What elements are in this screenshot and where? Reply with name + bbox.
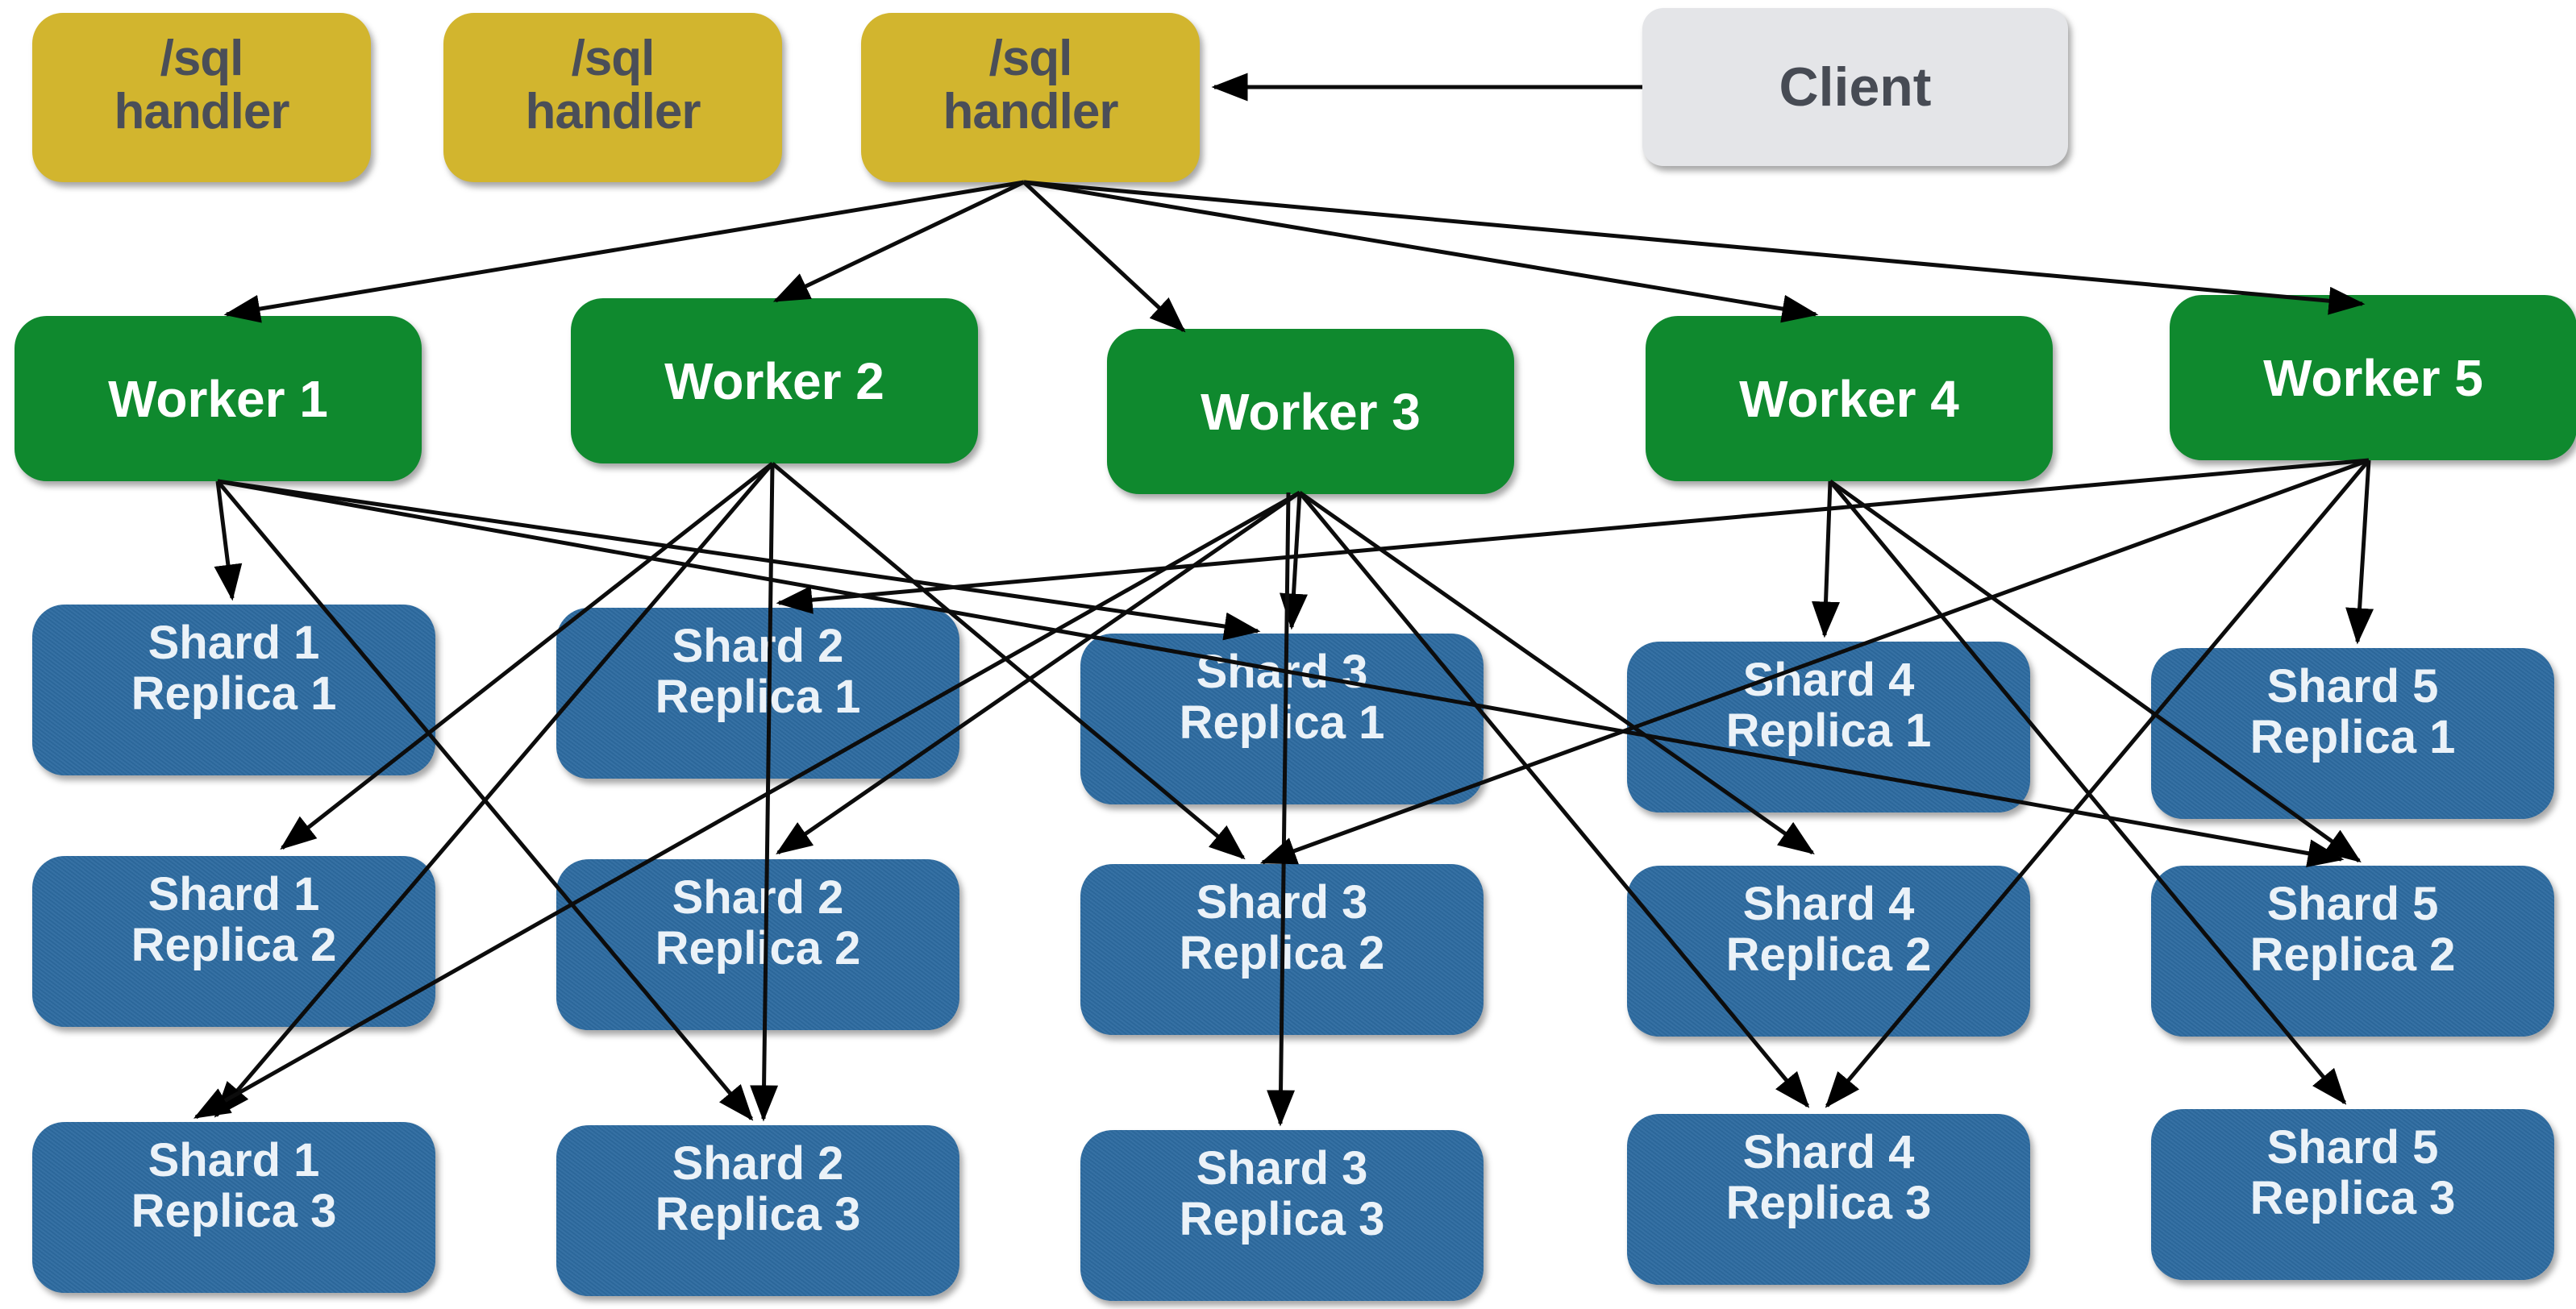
shard-1-replica-2-label-line: Shard 1: [148, 868, 320, 920]
worker-3-label-line: Worker 3: [1201, 382, 1421, 441]
shard-5-replica-3-label-line: Shard 5: [2266, 1121, 2439, 1174]
worker-2-label-line: Worker 2: [664, 351, 884, 410]
sql-handler-2-label-line: /sql: [571, 31, 655, 86]
arrow-worker-5-to-shard-5-replica-1: [2345, 459, 2374, 645]
shard-1-replica-1-label-line: Shard 1: [148, 617, 320, 669]
sql-handler-1-label-line: handler: [114, 84, 290, 139]
worker-5-box: Worker 5: [2170, 295, 2576, 460]
shard-5-replica-1-label-line: Shard 5: [2266, 660, 2439, 713]
arrow-worker-3-to-shard-3-replica-1: [1280, 492, 1308, 630]
shard-1-replica-1-label-line: Replica 1: [131, 667, 337, 720]
shard-1-replica-3-label-line: Replica 3: [131, 1185, 337, 1237]
shard-4-replica-1-label-line: Replica 1: [1725, 704, 1932, 757]
shard-3-replica-1-label-line: Replica 1: [1179, 696, 1385, 749]
shard-2-replica-3-label-line: Replica 3: [655, 1188, 861, 1240]
worker-5-label-line: Worker 5: [2263, 348, 2483, 407]
shard-1-replica-3-label-line: Shard 1: [148, 1134, 320, 1186]
worker-4-box: Worker 4: [1646, 316, 2053, 481]
shard-2-replica-1-label-line: Replica 1: [655, 671, 861, 723]
arrow-worker-1-to-shard-1-replica-1: [214, 480, 243, 601]
worker-1-box: Worker 1: [15, 316, 422, 481]
worker-1-label-line: Worker 1: [108, 369, 328, 428]
arrow-worker-4-to-shard-4-replica-1: [1812, 480, 1841, 638]
shard-5-replica-2-label-line: Shard 5: [2266, 878, 2439, 930]
arrow-sql-handler-3-to-worker-2: [772, 180, 1026, 303]
shard-5-replica-2-label-line: Replica 2: [2249, 929, 2456, 981]
shard-4-replica-3-label-line: Replica 3: [1725, 1177, 1932, 1229]
sql-handler-2-label-line: handler: [525, 84, 701, 139]
worker-3-box: Worker 3: [1107, 329, 1514, 494]
shard-3-replica-3-label-line: Shard 3: [1196, 1142, 1368, 1195]
shard-3-replica-2-label-line: Shard 3: [1196, 876, 1368, 929]
sql-handler-1-label-line: /sql: [160, 31, 244, 86]
arrow-sql-handler-3-to-worker-5: [1023, 180, 2366, 315]
shard-2-replica-3-label-line: Shard 2: [672, 1137, 844, 1190]
shard-3-replica-1-label-line: Shard 3: [1196, 646, 1368, 698]
worker-4-label-line: Worker 4: [1739, 369, 1959, 428]
arrow-worker-5-to-shard-2-replica-1: [776, 458, 2370, 614]
shard-4-replica-2-label-line: Shard 4: [1742, 878, 1915, 930]
sql-handler-3-label-line: /sql: [988, 31, 1073, 86]
client-box: Client: [1642, 8, 2068, 166]
arrow-sql-handler-3-to-worker-3: [1022, 181, 1186, 333]
arrow-sql-handler-3-to-worker-1: [223, 180, 1025, 323]
shard-4-replica-3-label-line: Shard 4: [1742, 1126, 1915, 1178]
shard-4-replica-2-label-line: Replica 2: [1725, 929, 1932, 981]
shard-3-replica-2-label-line: Replica 2: [1179, 927, 1385, 979]
shard-5-replica-3-label-line: Replica 3: [2249, 1172, 2456, 1224]
worker-2-box: Worker 2: [571, 298, 978, 463]
shard-2-replica-1-label-line: Shard 2: [672, 620, 844, 672]
shard-3-replica-3-label-line: Replica 3: [1179, 1193, 1385, 1245]
shard-4-replica-1-label-line: Shard 4: [1742, 654, 1915, 706]
shard-1-replica-2-label-line: Replica 2: [131, 919, 337, 971]
client-label-line: Client: [1779, 56, 1932, 118]
sql-handler-3-label-line: handler: [943, 84, 1119, 139]
shard-2-replica-2-label-line: Shard 2: [672, 871, 844, 924]
arrow-sql-handler-3-to-worker-4: [1023, 180, 1819, 323]
shard-5-replica-1-label-line: Replica 1: [2249, 711, 2456, 763]
shard-2-replica-2-label-line: Replica 2: [655, 922, 861, 974]
